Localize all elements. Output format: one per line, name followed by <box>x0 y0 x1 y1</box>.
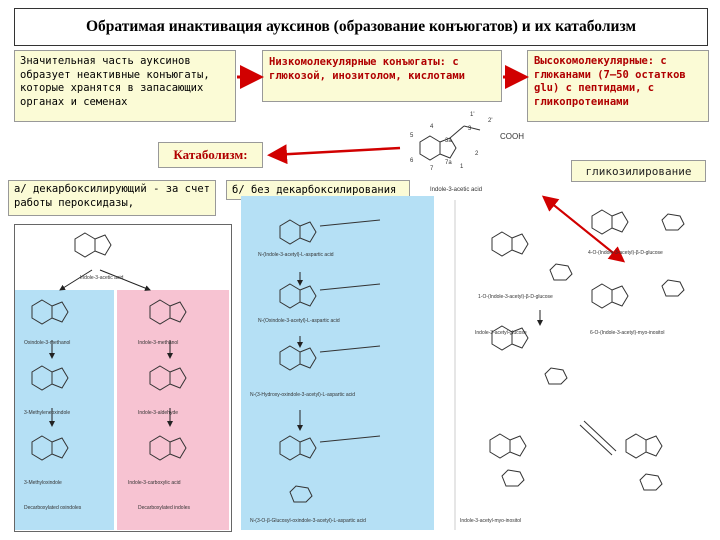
col-a-label: 3-Methyloxindole <box>24 480 62 486</box>
col-c-structures <box>454 200 685 530</box>
ring-number: 3 <box>468 126 472 132</box>
col-b-label: N-(3-Hydroxy-oxindole-3-acetyl)-L-aspart… <box>250 392 356 398</box>
ring-number: 1 <box>460 164 464 170</box>
col-c-label: 1-O-(Indole-3-acetyl)-β-D-glucose <box>478 294 553 300</box>
col-c-label: 4-O-(Indole-3-acetyl)-β-D-glucose <box>588 250 663 256</box>
col-a-label: Oxindole-3-methanol <box>24 340 71 346</box>
high-molecular-conjugates-box: Высокомолекулярные: с глюканами (7–50 ос… <box>527 50 709 122</box>
col-b-label: N-(3-O-β-Glucosyl-oxindole-3-acetyl)-L-a… <box>250 518 366 524</box>
ring-number: 7a <box>445 160 452 166</box>
catabolism-label: Катаболизм: <box>158 142 263 168</box>
ring-number: 2 <box>475 151 479 157</box>
col-c-label: Indole-3-acetyl-myo-inositol <box>460 518 522 524</box>
ring-number: 2' <box>488 118 493 124</box>
ring-number: 3a <box>445 138 452 144</box>
ring-number: 6 <box>410 158 414 164</box>
indole-panel <box>117 290 229 530</box>
low-molecular-conjugates-box: Низкомолекулярные конъюгаты: с глюкозой,… <box>262 50 502 102</box>
iaa-center-label: Indole-3-acetic acid <box>430 187 483 193</box>
arrow-to-catabolism <box>267 144 401 165</box>
ring-number: 5 <box>410 133 414 139</box>
col-a-label: Indole-3-acetic acid <box>80 275 124 281</box>
conjugate-storage-note: Значительная часть ауксинов образует неа… <box>14 50 236 122</box>
ring-number: 7 <box>430 166 434 172</box>
col-a-right-label: Indole-3-aldehyde <box>138 410 179 416</box>
arrow-from-glycosylation <box>541 195 623 261</box>
oxindole-panel <box>14 290 114 530</box>
iaa-structure <box>419 125 481 161</box>
col-a-label: Decarboxylated oxindoles <box>24 505 82 511</box>
decarboxylating-path-label: а/ декарбоксилирующий - за счет работы п… <box>8 180 216 216</box>
col-a-right-label: Indole-3-carboxylic acid <box>128 480 181 486</box>
col-b-label: N-(Oxindole-3-acetyl)-L-aspartic acid <box>258 318 340 324</box>
ring-number: 4 <box>430 124 434 130</box>
col-c-label: 6-O-(Indole-3-acetyl)-myo-inositol <box>590 330 665 336</box>
col-a-structures <box>31 232 187 461</box>
col-a-label: 3-Methyleneoxindole <box>24 410 71 416</box>
col-c-label: Indole-3-acetyl-glucose <box>475 330 527 336</box>
col-b-structures <box>279 219 381 503</box>
col-a-right-label: Decarboxylated indoles <box>138 505 190 511</box>
col-a-right-label: Indole-3-methanol <box>138 340 179 346</box>
aspartate-panel <box>241 196 434 530</box>
cooh-label: COOH <box>500 132 524 141</box>
glycosylation-label: гликозилирование <box>571 160 706 182</box>
col-b-label: N-(Indole-3-acetyl)-L-aspartic acid <box>258 252 334 258</box>
reaction-panel-border <box>14 224 232 532</box>
page-title: Обратимая инактивация ауксинов (образова… <box>14 8 708 46</box>
ring-number: 1' <box>470 112 475 118</box>
